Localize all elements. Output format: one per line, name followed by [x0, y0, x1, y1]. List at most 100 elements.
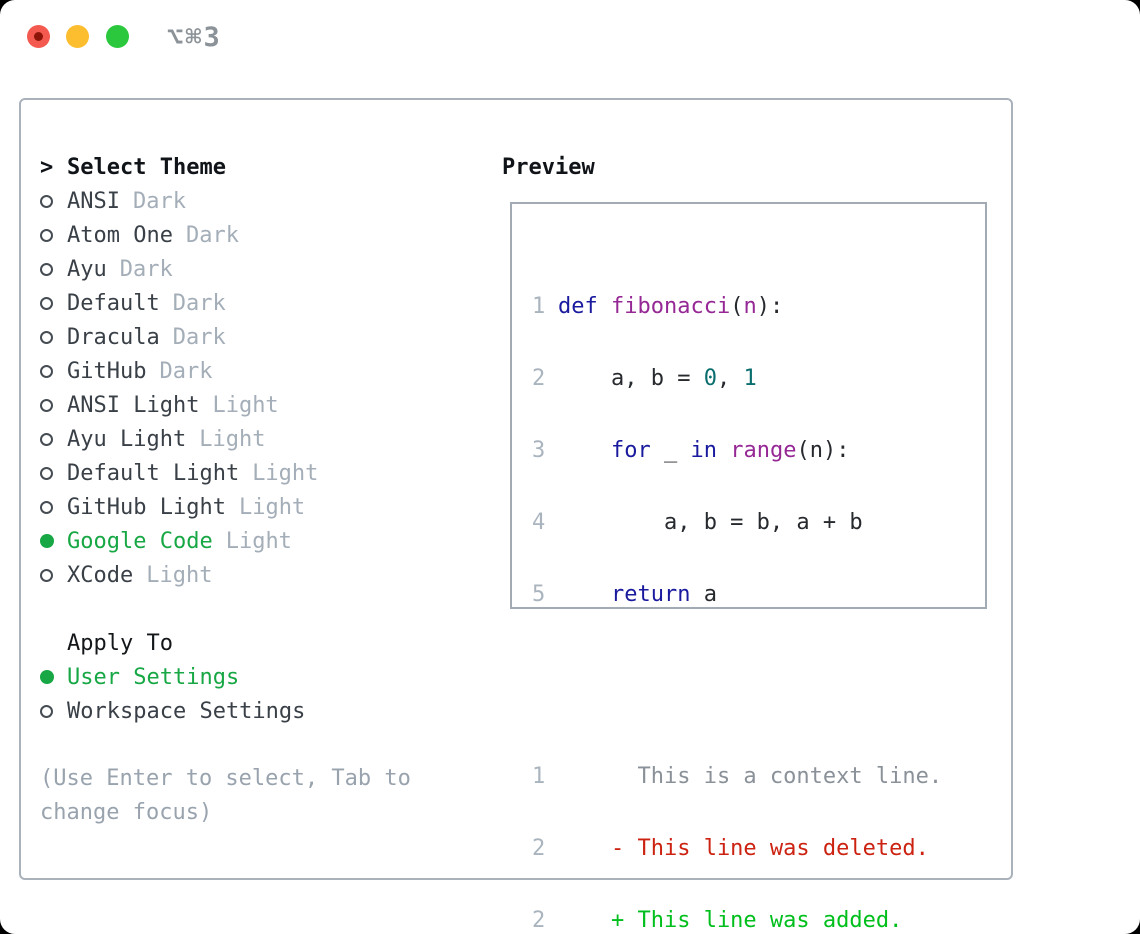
code-token — [598, 294, 611, 319]
code-token: ( — [730, 293, 744, 319]
code-token: ): — [756, 293, 784, 319]
diff-text: - This line was deleted. — [558, 835, 929, 861]
radio-unselected-icon — [40, 432, 53, 446]
apply-option-label: User Settings — [67, 664, 240, 690]
theme-item[interactable]: Default Light Light — [40, 456, 485, 490]
theme-variant: Dark — [172, 324, 226, 350]
code-token: fibonacci — [611, 293, 731, 319]
apply-option-label: Workspace Settings — [67, 698, 306, 724]
radio-unselected-icon — [40, 568, 53, 582]
radio-unselected-icon — [40, 500, 53, 514]
theme-item[interactable]: Ayu Light Light — [40, 422, 485, 456]
theme-list: > Select Theme ANSI Dark Atom One Dark A… — [40, 150, 485, 830]
diff-line-added: 2 + This line was added. — [532, 903, 985, 934]
code-token: return — [610, 581, 691, 607]
theme-item[interactable]: Dracula Dark — [40, 320, 485, 354]
close-button-icon[interactable] — [27, 25, 50, 48]
diff-text: This is a context line. — [558, 763, 943, 789]
preview-title: Preview — [502, 154, 595, 180]
line-number: 3 — [532, 437, 546, 463]
theme-item[interactable]: GitHub Light Light — [40, 490, 485, 524]
radio-selected-icon — [40, 534, 54, 548]
theme-variant: Dark — [172, 290, 226, 316]
theme-name: ANSI Light — [67, 392, 200, 418]
theme-name: Ayu Light — [67, 426, 187, 452]
theme-name: Google Code — [67, 528, 213, 554]
theme-name: Default Light — [67, 460, 240, 486]
theme-name: GitHub Light — [67, 494, 226, 520]
spacer — [532, 668, 985, 702]
code-token: (n): — [796, 437, 850, 463]
theme-variant: Dark — [119, 256, 173, 282]
radio-unselected-icon — [40, 398, 53, 412]
code-token: _ — [650, 437, 691, 463]
theme-item[interactable]: GitHub Dark — [40, 354, 485, 388]
code-token: n — [743, 293, 757, 319]
line-number: 2 — [532, 835, 546, 861]
code-token: def — [558, 293, 598, 319]
code-token — [558, 582, 611, 607]
spacer — [40, 728, 485, 762]
radio-unselected-icon — [40, 262, 53, 276]
code-token: a, b = — [558, 365, 704, 391]
diff-line-context: 1 This is a context line. — [532, 759, 985, 793]
theme-item[interactable]: Atom One Dark — [40, 218, 485, 252]
theme-list-title: Select Theme — [67, 154, 226, 180]
radio-unselected-icon — [40, 466, 53, 480]
line-number: 4 — [532, 509, 546, 535]
zoom-button-icon[interactable] — [106, 25, 129, 48]
theme-variant: Dark — [132, 188, 186, 214]
line-number: 5 — [532, 581, 546, 607]
code-line: 3 for _ in range(n): — [532, 433, 985, 467]
theme-variant: Light — [252, 460, 319, 486]
diff-text: + This line was added. — [558, 907, 903, 933]
code-token: 1 — [743, 365, 757, 391]
theme-variant: Light — [146, 562, 213, 588]
theme-item[interactable]: Default Dark — [40, 286, 485, 320]
theme-name: GitHub — [67, 358, 147, 384]
radio-unselected-icon — [40, 330, 53, 344]
theme-item[interactable]: ANSI Light Light — [40, 388, 485, 422]
code-token — [717, 438, 730, 463]
theme-item[interactable]: Ayu Dark — [40, 252, 485, 286]
radio-unselected-icon — [40, 228, 53, 242]
theme-item-selected[interactable]: Google Code Light — [40, 524, 485, 558]
code-token: for — [610, 437, 651, 463]
theme-item[interactable]: ANSI Dark — [40, 184, 485, 218]
code-line: 4 a, b = b, a + b — [532, 505, 985, 539]
window-title: ⌥⌘3 — [167, 22, 222, 53]
theme-name: Ayu — [67, 256, 107, 282]
minimize-button-icon[interactable] — [66, 25, 89, 48]
titlebar: ⌥⌘3 — [0, 0, 1140, 72]
radio-unselected-icon — [40, 364, 53, 378]
theme-variant: Dark — [185, 222, 239, 248]
line-number: 1 — [532, 763, 546, 789]
apply-to-header: Apply To — [40, 626, 485, 660]
code-token: 0 — [703, 365, 717, 391]
radio-unselected-icon — [40, 704, 53, 718]
radio-unselected-icon — [40, 194, 53, 208]
code-token: in — [690, 437, 717, 463]
diff-line-deleted: 2 - This line was deleted. — [532, 831, 985, 865]
theme-name: Default — [67, 290, 160, 316]
theme-item[interactable]: XCode Light — [40, 558, 485, 592]
theme-variant: Light — [225, 528, 292, 554]
theme-variant: Light — [199, 426, 266, 452]
code-token: , — [716, 365, 744, 391]
line-number: 1 — [532, 293, 546, 319]
radio-unselected-icon — [40, 296, 53, 310]
hint-text: (Use Enter to select, Tab to change focu… — [40, 766, 411, 825]
apply-option[interactable]: Workspace Settings — [40, 694, 485, 728]
apply-option-selected[interactable]: User Settings — [40, 660, 485, 694]
line-number: 2 — [532, 365, 546, 391]
theme-variant: Dark — [159, 358, 213, 384]
code-line: 2 a, b = 0, 1 — [532, 361, 985, 395]
spacer — [40, 592, 485, 626]
theme-name: Dracula — [67, 324, 160, 350]
code-token: a — [690, 581, 717, 607]
code-token: range — [730, 437, 797, 463]
radio-selected-icon — [40, 670, 54, 684]
theme-name: XCode — [67, 562, 134, 588]
